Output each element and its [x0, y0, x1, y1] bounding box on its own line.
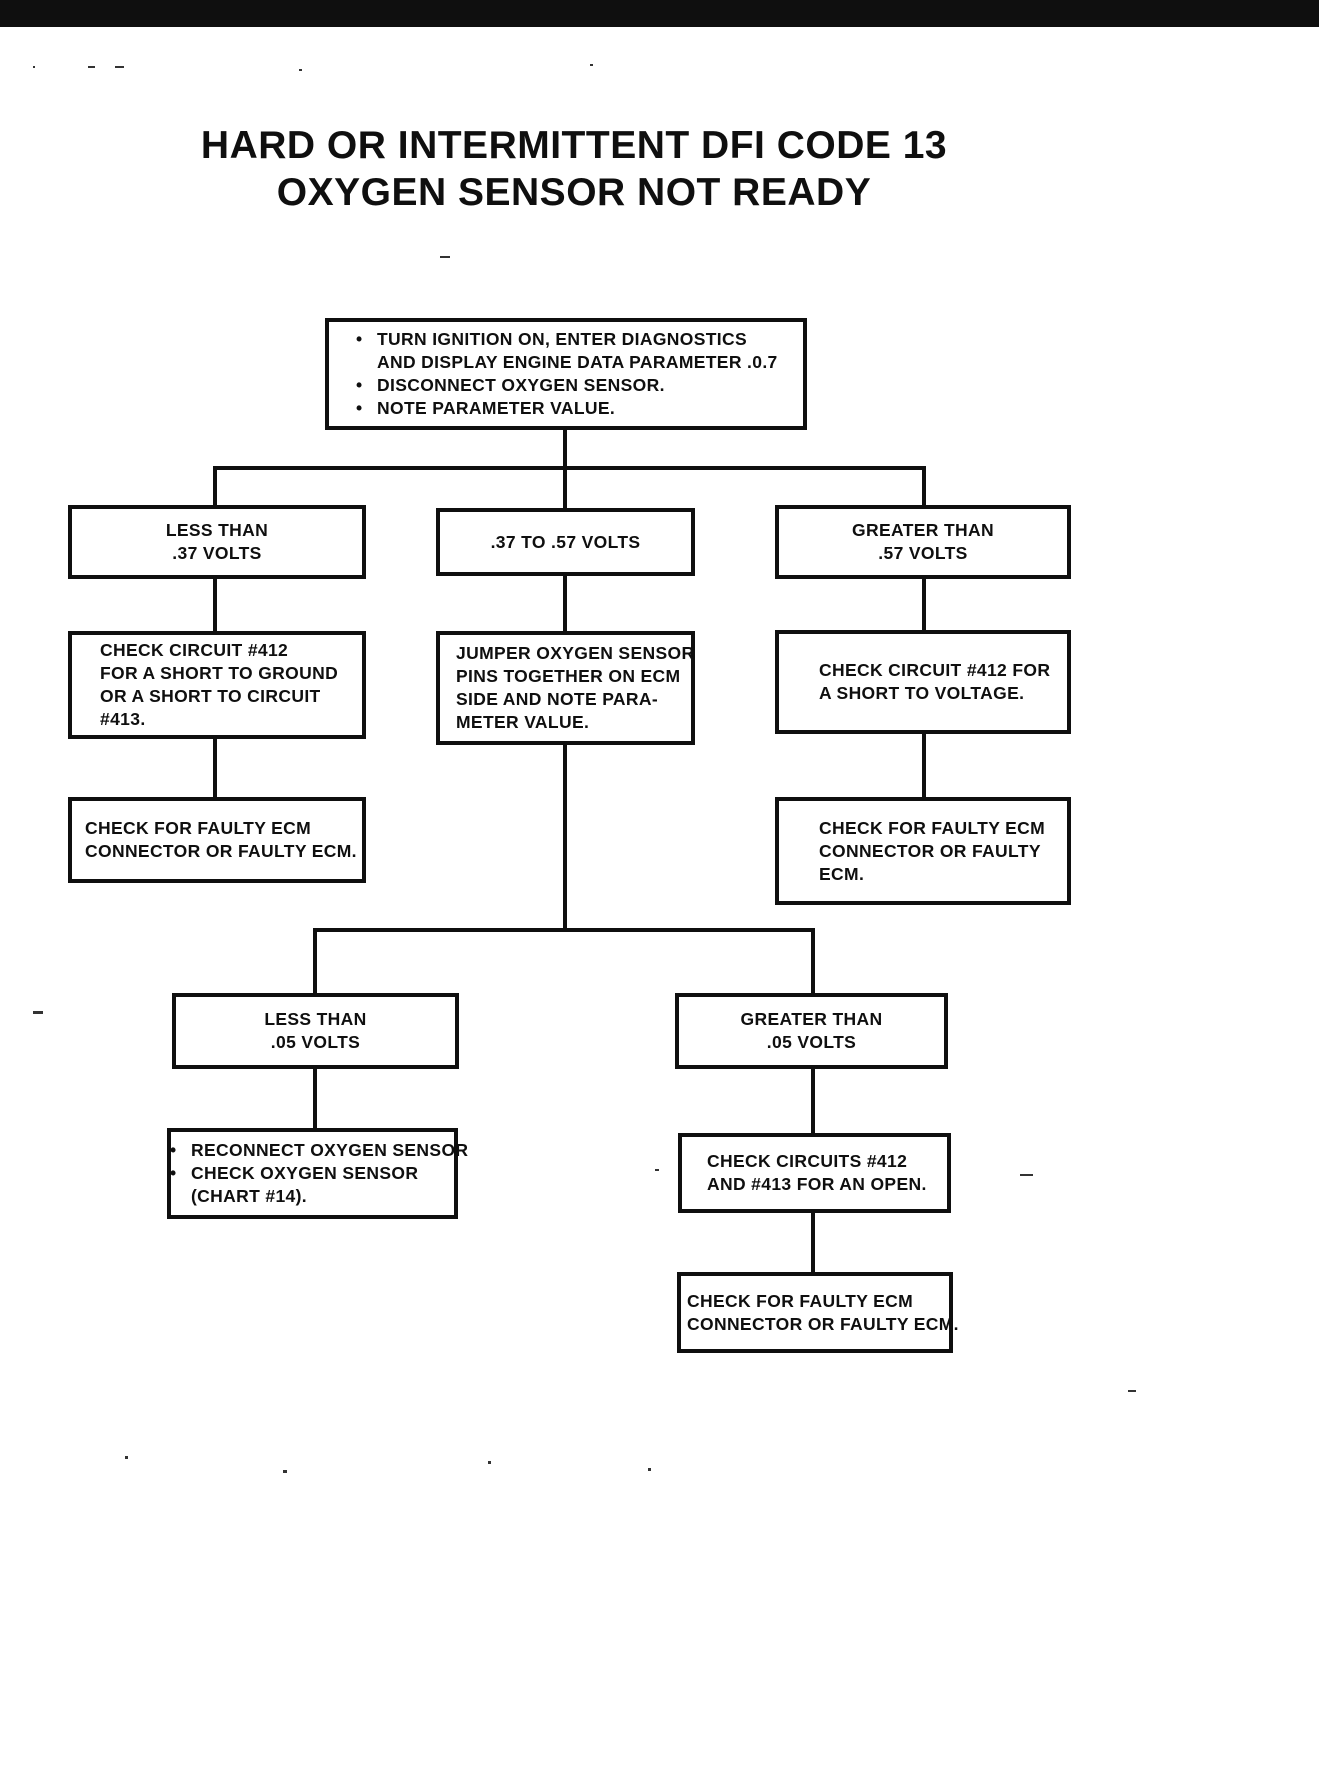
node-check-412-voltage: CHECK CIRCUIT #412 FOR A SHORT TO VOLTAG…: [775, 630, 1071, 734]
connector-less37-down: [213, 579, 217, 631]
node-line: .05 VOLTS: [766, 1032, 857, 1052]
node-line: CHECK FOR FAULTY ECM: [687, 1290, 914, 1311]
node-line: FOR A SHORT TO GROUND: [100, 663, 339, 683]
node-faulty-ecm-right: CHECK FOR FAULTY ECM CONNECTOR OR FAULTY…: [775, 797, 1071, 905]
connector-less05-down: [313, 1069, 317, 1128]
node-faulty-ecm-left: CHECK FOR FAULTY ECM CONNECTOR OR FAULTY…: [68, 797, 366, 883]
node-line: LESS THAN: [165, 520, 269, 540]
scan-speck: [115, 66, 124, 68]
connector-greater57-down: [922, 579, 926, 630]
node-line: SIDE AND NOTE PARA-: [456, 689, 659, 709]
page-title-line2: OXYGEN SENSOR NOT READY: [276, 171, 872, 214]
node-line: .57 VOLTS: [878, 543, 968, 563]
node-faulty-ecm-bottom: CHECK FOR FAULTY ECM CONNECTOR OR FAULTY…: [677, 1272, 959, 1353]
node-line: AND #413 FOR AN OPEN.: [707, 1174, 927, 1194]
page-title: HARD OR INTERMITTENT DFI CODE 13 OXYGEN …: [0, 122, 1148, 216]
node-line: METER VALUE.: [456, 712, 590, 732]
node-line: CHECK FOR FAULTY ECM: [819, 817, 1046, 838]
node-line: CHECK CIRCUIT #412: [100, 640, 289, 660]
node-line: CHECK OXYGEN SENSOR: [170, 1162, 454, 1185]
node-less-than-37: LESS THAN .37 VOLTS: [68, 505, 366, 579]
scan-speck: [648, 1468, 651, 1471]
scan-speck: [125, 1456, 128, 1459]
node-greater-than-05: GREATER THAN .05 VOLTS: [675, 993, 948, 1069]
node-line: GREATER THAN: [852, 520, 994, 540]
node-line: CONNECTOR OR FAULTY ECM.: [85, 841, 357, 861]
node-line: CHECK FOR FAULTY ECM: [85, 818, 312, 838]
node-check-412-ground: CHECK CIRCUIT #412 FOR A SHORT TO GROUND…: [68, 631, 366, 739]
node-line: JUMPER OXYGEN SENSOR: [456, 643, 695, 663]
node-line: A SHORT TO VOLTAGE.: [819, 683, 1025, 703]
node-line: NOTE PARAMETER VALUE.: [356, 397, 803, 420]
node-line: RECONNECT OXYGEN SENSOR: [170, 1139, 468, 1162]
scan-speck: [33, 1011, 43, 1014]
node-37-to-57: .37 TO .57 VOLTS: [436, 508, 695, 576]
node-line: ECM.: [819, 863, 865, 884]
scan-speck: [88, 66, 95, 68]
node-line: CONNECTOR OR FAULTY ECM.: [687, 1313, 959, 1334]
node-line: AND DISPLAY ENGINE DATA PARAMETER .0.7: [377, 352, 778, 372]
node-line: CONNECTOR OR FAULTY: [819, 840, 1041, 861]
connector-check412voltage-down: [922, 734, 926, 797]
node-check-open: CHECK CIRCUITS #412 AND #413 FOR AN OPEN…: [678, 1133, 951, 1213]
scan-speck: [1020, 1174, 1033, 1176]
connector-check412ground-down: [213, 739, 217, 797]
scan-speck: [590, 64, 593, 66]
connector-to-greater05: [811, 928, 815, 993]
connector-start-down: [563, 430, 567, 470]
connector-branch-horizontal-top: [213, 466, 926, 470]
connector-to-less05: [313, 928, 317, 993]
node-line: .37 VOLTS: [172, 543, 262, 563]
node-line: PINS TOGETHER ON ECM: [456, 666, 681, 686]
node-less-than-05: LESS THAN .05 VOLTS: [172, 993, 459, 1069]
scan-speck: [655, 1169, 659, 1171]
connector-to-greater57: [922, 466, 926, 507]
node-start: TURN IGNITION ON, ENTER DIAGNOSTICS AND …: [325, 318, 807, 430]
scan-speck: [488, 1461, 491, 1464]
scan-speck: [440, 256, 450, 258]
connector-checkopen-down: [811, 1213, 815, 1272]
node-line: .37 TO .57 VOLTS: [490, 531, 641, 552]
connector-to-37to57: [563, 466, 567, 510]
scan-speck: [33, 66, 35, 68]
node-line: .05 VOLTS: [270, 1032, 361, 1052]
node-greater-than-57: GREATER THAN .57 VOLTS: [775, 505, 1071, 579]
node-reconnect-sensor: RECONNECT OXYGEN SENSOR CHECK OXYGEN SEN…: [167, 1128, 468, 1219]
node-line: #413.: [100, 709, 146, 729]
connector-jumper-down: [563, 745, 567, 930]
scan-speck: [1128, 1390, 1136, 1392]
node-line: (CHART #14).: [191, 1186, 308, 1206]
node-jumper-pins: JUMPER OXYGEN SENSOR PINS TOGETHER ON EC…: [436, 631, 695, 745]
node-line: OR A SHORT TO CIRCUIT: [100, 686, 321, 706]
scan-speck: [299, 69, 302, 71]
scan-speck: [283, 1470, 287, 1473]
page-title-line1: HARD OR INTERMITTENT DFI CODE 13: [200, 124, 948, 167]
node-line: TURN IGNITION ON, ENTER DIAGNOSTICS: [356, 328, 803, 351]
node-line: CHECK CIRCUITS #412: [707, 1151, 908, 1171]
connector-37to57-down: [563, 576, 567, 631]
connector-branch-horizontal-bottom: [313, 928, 815, 932]
node-line: CHECK CIRCUIT #412 FOR: [819, 660, 1051, 680]
connector-to-less37: [213, 466, 217, 507]
scan-top-black-bar: [0, 0, 1319, 27]
connector-greater05-down: [811, 1069, 815, 1133]
node-line: GREATER THAN: [740, 1009, 883, 1029]
node-line: LESS THAN: [264, 1009, 367, 1029]
node-line: DISCONNECT OXYGEN SENSOR.: [356, 374, 803, 397]
